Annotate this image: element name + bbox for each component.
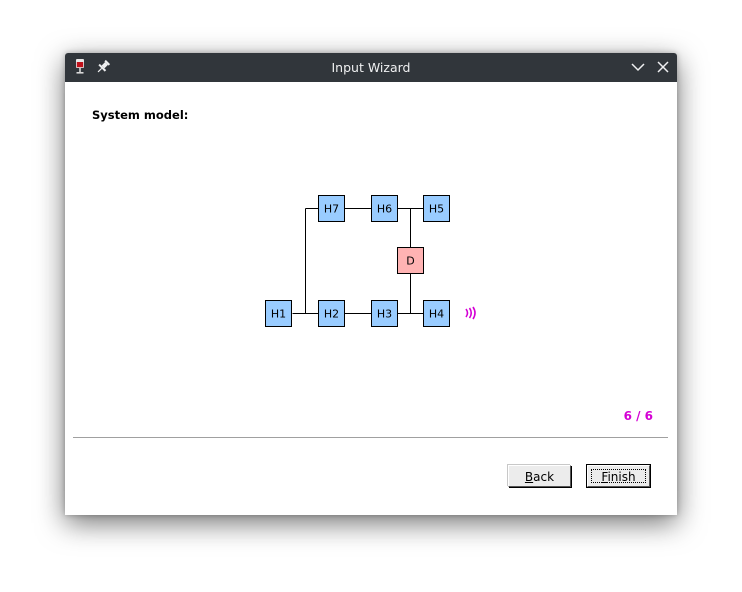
node-label: H1 <box>271 308 286 321</box>
node-label: H6 <box>377 203 392 216</box>
page-indicator: 6 / 6 <box>623 409 653 423</box>
node-h5: H5 <box>423 195 450 222</box>
node-label: H2 <box>324 308 339 321</box>
finish-accelerator: F <box>601 470 608 484</box>
node-h1: H1 <box>265 300 292 327</box>
node-label: H5 <box>429 203 444 216</box>
wizard-content: System model: H7 H6 <box>65 82 677 515</box>
system-model-heading: System model: <box>92 108 189 122</box>
node-d: D <box>397 247 424 274</box>
node-h3: H3 <box>371 300 398 327</box>
focus-rect <box>591 469 646 483</box>
wine-glass-icon[interactable] <box>70 57 90 77</box>
finish-label-rest: inish <box>607 470 636 484</box>
back-button-label: Back <box>525 466 554 488</box>
node-label: H4 <box>429 308 444 321</box>
node-h4: H4 <box>423 300 450 327</box>
system-model-diagram: H7 H6 H5 D H1 H2 <box>265 195 476 327</box>
node-h6: H6 <box>371 195 398 222</box>
back-button[interactable]: Back <box>508 465 571 487</box>
window-title: Input Wizard <box>331 60 411 75</box>
input-wizard-window: Input Wizard System model: <box>65 53 677 515</box>
separator <box>73 437 668 438</box>
diagram-connections <box>292 208 424 314</box>
back-accelerator: B <box>524 470 534 484</box>
radio-waves-icon <box>465 306 476 320</box>
finish-button[interactable]: Finish <box>586 464 651 488</box>
node-label: D <box>406 255 414 268</box>
node-label: H3 <box>377 308 392 321</box>
node-h7: H7 <box>318 195 345 222</box>
title-bar[interactable]: Input Wizard <box>65 53 677 82</box>
node-h2: H2 <box>318 300 345 327</box>
node-label: H7 <box>324 203 339 216</box>
pin-icon[interactable] <box>93 57 113 77</box>
chevron-down-icon[interactable] <box>629 58 647 76</box>
back-label-rest: ack <box>533 470 555 484</box>
finish-button-label: Finish <box>601 466 635 488</box>
close-icon[interactable] <box>654 58 672 76</box>
